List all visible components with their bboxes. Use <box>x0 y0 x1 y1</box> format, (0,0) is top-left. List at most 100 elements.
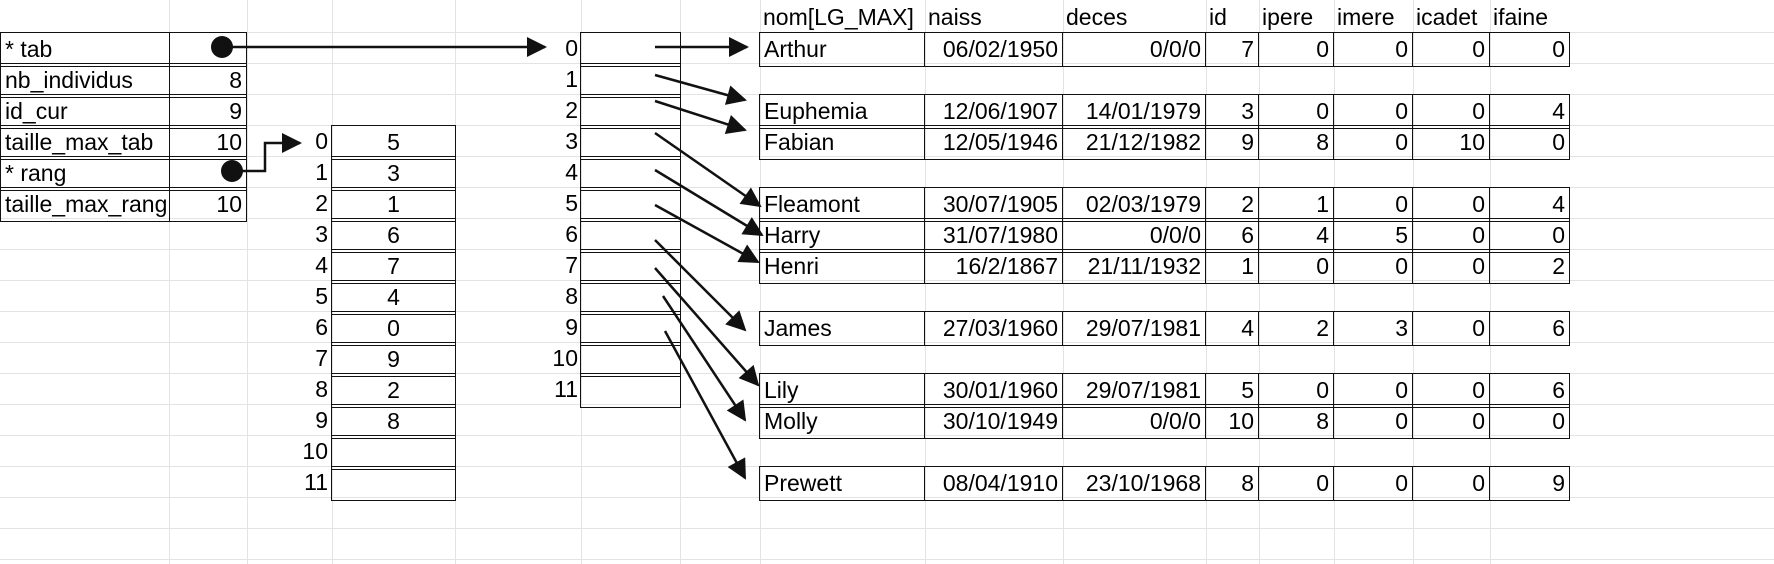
tab-index: 8 <box>565 283 578 309</box>
rang-cell: 4 <box>331 280 456 315</box>
rang-cell <box>331 435 456 470</box>
tab-to-record-arrow <box>654 73 747 105</box>
record-cell: 10 <box>1205 404 1259 439</box>
rang-index: 0 <box>315 128 328 154</box>
struct-label-taille-max-rang: taille_max_rang <box>0 187 170 222</box>
rang-cell: 7 <box>331 249 456 284</box>
gridline-horizontal <box>0 435 1774 436</box>
tab-to-record-arrow <box>654 203 760 264</box>
rang-cell: 8 <box>331 404 456 439</box>
gridline-horizontal <box>0 528 1774 529</box>
tab-to-record-arrow <box>661 295 747 422</box>
gridline-vertical <box>1413 0 1414 564</box>
gridline-vertical <box>1259 0 1260 564</box>
rang-cell: 0 <box>331 311 456 346</box>
gridline-vertical <box>1334 0 1335 564</box>
tab-index: 10 <box>552 345 578 371</box>
rang-index: 2 <box>315 190 328 216</box>
record-cell: 6 <box>1489 311 1570 346</box>
tab-to-record-arrow <box>654 267 760 387</box>
record-cell: 4 <box>1489 187 1570 222</box>
rang-index: 11 <box>304 469 328 495</box>
record-cell: 02/03/1979 <box>1062 187 1206 222</box>
record-cell: 0/0/0 <box>1062 218 1206 253</box>
struct-value-rang <box>169 156 247 191</box>
gridline-vertical <box>760 0 761 564</box>
rang-index: 6 <box>315 314 328 340</box>
rang-index: 1 <box>315 159 328 185</box>
record-cell: 12/05/1946 <box>924 125 1063 160</box>
gridline-vertical <box>1490 0 1491 564</box>
struct-value-tab <box>169 32 247 67</box>
tab-cell <box>580 156 681 191</box>
rang-index: 8 <box>315 376 328 402</box>
gridline-vertical <box>925 0 926 564</box>
gridline-vertical <box>332 0 333 564</box>
record-cell: 29/07/1981 <box>1062 373 1206 408</box>
record-cell: 14/01/1979 <box>1062 94 1206 129</box>
struct-value-taille-max-rang: 10 <box>169 187 247 222</box>
tab-index: 0 <box>565 35 578 61</box>
tab-to-record-arrow <box>654 131 762 208</box>
record-name: Euphemia <box>759 94 925 129</box>
column-header: nom[LG_MAX] <box>763 4 914 30</box>
column-header: imere <box>1337 4 1395 30</box>
struct-value-id-cur: 9 <box>169 94 247 129</box>
record-cell: 0 <box>1489 404 1570 439</box>
record-cell: 08/04/1910 <box>924 466 1063 501</box>
tab-index: 9 <box>565 314 578 340</box>
rang-index: 9 <box>315 407 328 433</box>
tab-index: 1 <box>565 66 578 92</box>
tab-cell <box>580 32 681 67</box>
record-cell: 23/10/1968 <box>1062 466 1206 501</box>
record-cell: 21/12/1982 <box>1062 125 1206 160</box>
struct-label-id-cur: id_cur <box>0 94 170 129</box>
record-cell: 27/03/1960 <box>924 311 1063 346</box>
rang-index: 4 <box>315 252 328 278</box>
column-header: ipere <box>1262 4 1314 30</box>
record-cell: 30/07/1905 <box>924 187 1063 222</box>
tab-index: 7 <box>565 252 578 278</box>
gridline-vertical <box>1063 0 1064 564</box>
rang-index: 5 <box>315 283 328 309</box>
record-cell: 2 <box>1489 249 1570 284</box>
tab-to-record-arrow <box>654 168 764 237</box>
rang-cell: 9 <box>331 342 456 377</box>
rang-cell: 3 <box>331 156 456 191</box>
gridline-horizontal <box>0 280 1774 281</box>
tab-to-record-arrow <box>654 99 747 134</box>
struct-value-nb-individus: 8 <box>169 63 247 98</box>
record-cell: 12/06/1907 <box>924 94 1063 129</box>
tab-index: 4 <box>565 159 578 185</box>
rang-pointer-arrow <box>232 133 302 173</box>
column-header: ifaine <box>1493 4 1548 30</box>
tab-cell <box>580 187 681 222</box>
tab-index: 5 <box>565 190 578 216</box>
column-header: id <box>1209 4 1227 30</box>
gridline-horizontal <box>0 63 1774 64</box>
record-cell: 4 <box>1489 94 1570 129</box>
rang-cell: 5 <box>331 125 456 160</box>
tab-to-record-arrow <box>663 330 747 480</box>
column-header: naiss <box>928 4 982 30</box>
record-cell: 0 <box>1489 218 1570 253</box>
rang-index: 10 <box>302 438 328 464</box>
gridline-vertical <box>247 0 248 564</box>
struct-label-rang: * rang <box>0 156 170 191</box>
record-cell: 29/07/1981 <box>1062 311 1206 346</box>
gridline-vertical <box>169 0 170 564</box>
gridline-vertical <box>581 0 582 564</box>
tab-index: 2 <box>565 97 578 123</box>
record-cell: 30/01/1960 <box>924 373 1063 408</box>
record-cell: 0 <box>1489 125 1570 160</box>
tab-cell <box>580 373 681 408</box>
tab-index: 11 <box>554 376 578 402</box>
gridline-horizontal <box>0 497 1774 498</box>
gridline-horizontal <box>0 156 1774 157</box>
gridline-horizontal <box>0 559 1774 560</box>
tab-cell <box>580 94 681 129</box>
column-header: deces <box>1066 4 1128 30</box>
rang-index: 3 <box>315 221 328 247</box>
